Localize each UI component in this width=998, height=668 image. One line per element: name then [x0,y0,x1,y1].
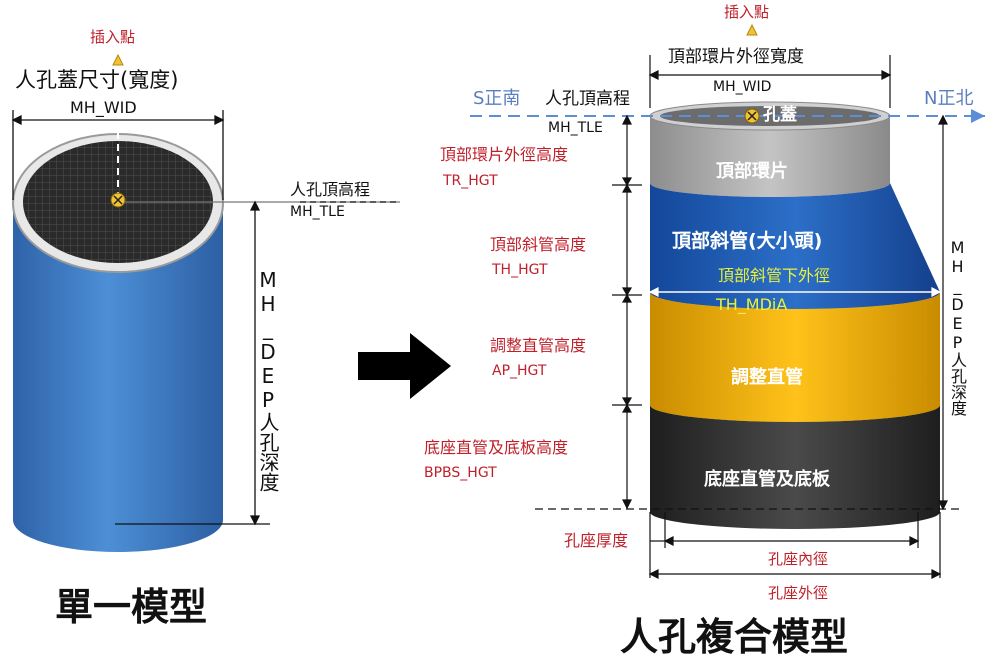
left-width-label: 人孔蓋尺寸(寬度) [15,68,179,92]
taper-name: 頂部斜管(大小頭) [672,230,823,252]
taper-height-label: 頂部斜管高度 [490,235,587,254]
left-tle-code: MH_TLE [290,204,345,220]
taper-bottom-code: TH_MDiA [716,295,788,314]
adjust-height-label: 調整直管高度 [490,336,587,355]
south-label: S正南 [473,88,521,109]
right-caption: 人孔複合模型 [620,615,849,659]
arrow-right-icon [358,333,451,399]
right-depth-label: MH_DEP人孔深度 [948,238,967,416]
seat-inner-label: 孔座內徑 [768,550,829,568]
taper-bottom-label: 頂部斜管下外徑 [718,266,831,285]
left-tle-label: 人孔頂高程 [290,180,371,199]
left-caption: 單一模型 [55,585,208,629]
ring-height-code: TR_HGT [443,173,498,189]
single-model-cylinder [12,133,224,552]
taper-height-code: TH_HGT [492,262,548,278]
right-insert-marker [744,23,760,124]
left-dimension-lines [11,72,400,526]
ring-width-label: 頂部環片外徑寬度 [668,47,804,67]
left-width-code: MH_WID [70,98,137,117]
cover-label: 孔蓋 [763,105,797,125]
north-label: N正北 [924,88,974,109]
base-height-label: 底座直管及底板高度 [424,438,569,457]
seat-outer-label: 孔座外徑 [768,584,829,602]
right-insert-point-label: 插入點 [724,3,770,21]
seat-thickness-label: 孔座厚度 [564,531,629,550]
left-insert-point-label: 插入點 [90,28,136,46]
base-name: 底座直管及底板 [704,469,830,490]
left-depth-label: MH_DEP人孔深度 [256,268,280,492]
left-insert-marker [110,53,126,208]
base-height-code: BPBS_HGT [424,465,497,481]
right-dimension-lines [535,55,960,579]
ring-name: 頂部環片 [716,161,788,182]
adjust-height-code: AP_HGT [492,363,547,379]
right-tle-label: 人孔頂高程 [545,89,630,109]
ring-height-label: 頂部環片外徑高度 [440,145,569,164]
adjust-name: 調整直管 [731,367,803,388]
right-tle-code: MH_TLE [548,120,603,136]
right-width-code: MH_WID [713,79,772,95]
